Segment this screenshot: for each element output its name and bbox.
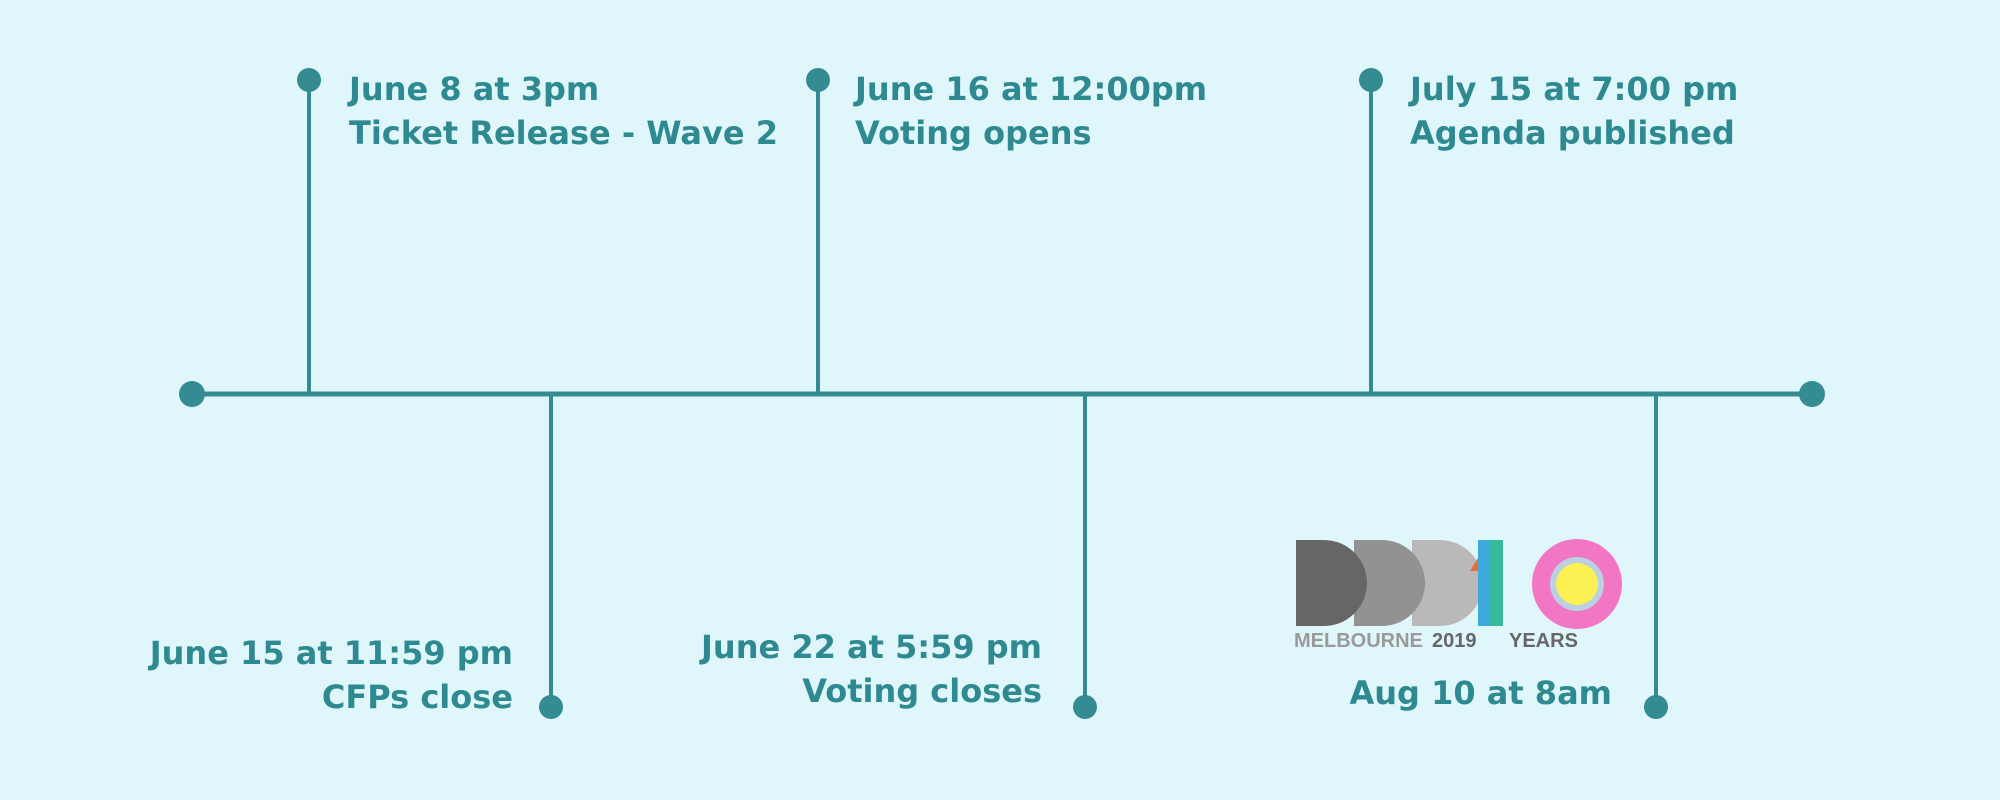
event-title: CFPs close [321,678,513,716]
event-label-bottom-2: June 22 at 5:59 pm Voting closes [701,625,1042,713]
logo-d-1 [1296,540,1367,626]
event-label-top-3: July 15 at 7:00 pm Agenda published [1410,67,1738,155]
event-date: July 15 at 7:00 pm [1410,70,1739,108]
stem-top-3-dot [1359,68,1383,92]
event-date: June 22 at 5:59 pm [701,628,1042,666]
stem-top-1-dot [297,68,321,92]
logo-one-stem-green [1489,540,1503,626]
event-label-top-1: June 8 at 3pm Ticket Release - Wave 2 [349,67,778,155]
event-label-bottom-1: June 15 at 11:59 pm CFPs close [150,631,513,719]
stem-bottom-3-dot [1644,695,1668,719]
logo-years-label: YEARS [1509,630,1578,652]
logo-city: MELBOURNE [1294,630,1423,652]
event-date: Aug 10 at 8am [1349,674,1613,712]
event-date: June 15 at 11:59 pm [149,634,513,672]
event-title: Voting opens [855,114,1092,152]
event-title: Agenda published [1410,114,1735,152]
timeline-start-dot [179,381,205,407]
event-label-top-2: June 16 at 12:00pm Voting opens [855,67,1207,155]
logo-d-3 [1412,540,1483,626]
stem-bottom-1-dot [539,695,563,719]
event-title: Voting closes [802,672,1042,710]
event-date: June 16 at 12:00pm [855,70,1208,108]
logo-zero-sun [1556,563,1598,605]
stem-top-2-dot [806,68,830,92]
timeline-end-dot [1799,381,1825,407]
event-label-bottom-3: Aug 10 at 8am [1350,671,1613,715]
event-title: Ticket Release - Wave 2 [349,114,778,152]
logo-year: 2019 [1432,630,1477,652]
logo-one-stem-blue [1478,540,1491,626]
stem-bottom-2-dot [1073,695,1097,719]
logo-d-2 [1354,540,1425,626]
ddd-melbourne-logo: MELBOURNE 2019 YEARS [1294,539,1622,652]
event-date: June 8 at 3pm [349,70,600,108]
